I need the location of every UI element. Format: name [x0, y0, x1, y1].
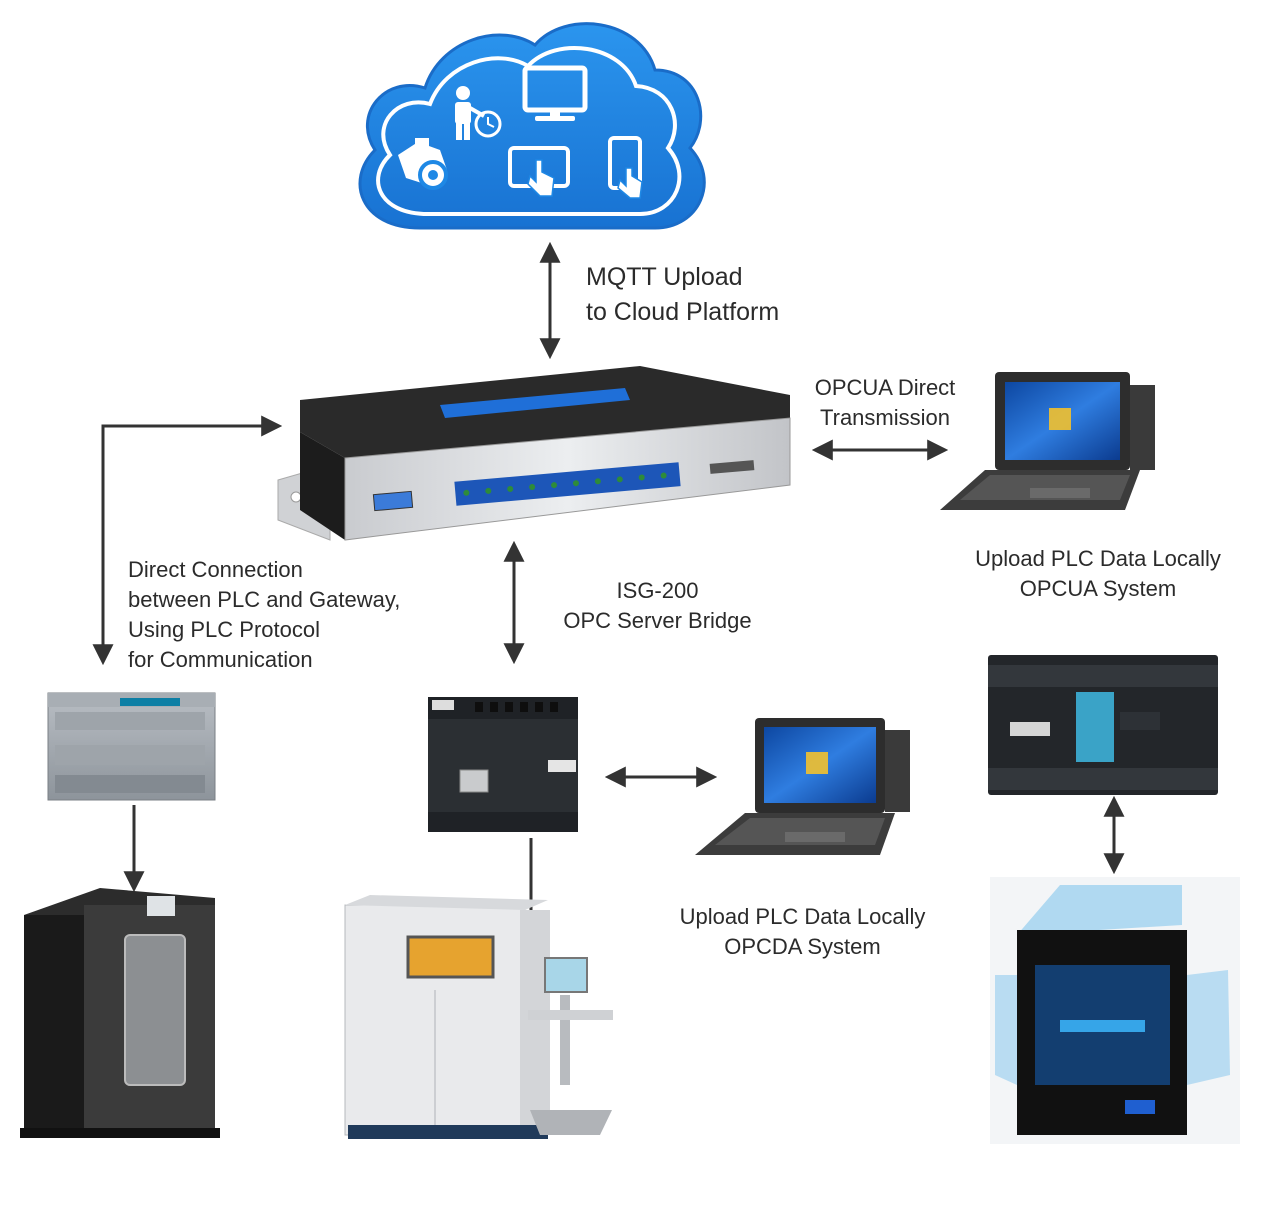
label-mqtt-line1: MQTT Upload: [586, 263, 743, 291]
label-opcua-direct-line2: Transmission: [820, 405, 950, 430]
person-clock-icon: [455, 86, 502, 140]
label-opcua-direct: OPCUA Direct Transmission: [800, 373, 970, 433]
plc-right: [988, 655, 1218, 795]
label-opcda-system-line1: Upload PLC Data Locally: [679, 904, 926, 929]
label-mqtt-line2: to Cloud Platform: [586, 298, 780, 326]
label-direct-connection-line2: between PLC and Gateway,: [128, 587, 401, 612]
windows-logo: [806, 752, 828, 774]
label-opcua-direct-line1: OPCUA Direct: [814, 375, 956, 400]
label-direct-connection: Direct Connection between PLC and Gatewa…: [128, 555, 400, 675]
label-isg-line1: ISG-200: [616, 578, 699, 603]
machine-cabinet: [20, 888, 220, 1138]
machine-industrial-printer: [344, 895, 613, 1139]
plc-left: [47, 692, 216, 801]
label-direct-connection-line4: for Communication: [128, 647, 313, 672]
label-opcua-system-line2: OPCUA System: [1019, 576, 1177, 601]
arrow-gateway-siemens-plc: [92, 415, 283, 666]
monitor-icon: [522, 65, 588, 121]
label-mqtt: MQTT Upload to Cloud Platform: [586, 260, 779, 330]
label-opcda-system: Upload PLC Data Locally OPCDA System: [660, 902, 945, 962]
label-direct-connection-line3: Using PLC Protocol: [128, 617, 320, 642]
label-opcda-system-line2: OPCDA System: [724, 934, 881, 959]
tablet-touch-icon: [508, 146, 570, 197]
label-direct-connection-line1: Direct Connection: [128, 557, 303, 582]
windows-logo: [1049, 408, 1071, 430]
laptop-opcda: [695, 718, 910, 855]
plc-center: [428, 697, 578, 832]
gateway-ports: [454, 462, 681, 506]
label-isg: ISG-200 OPC Server Bridge: [545, 576, 770, 636]
laptop-opcua: [940, 372, 1155, 510]
camera-icon: [398, 138, 448, 190]
label-isg-line2: OPC Server Bridge: [563, 608, 752, 633]
label-opcua-system-line1: Upload PLC Data Locally: [975, 546, 1221, 571]
arrows: [92, 241, 1125, 915]
cloud-icon: [358, 22, 706, 230]
gateway-display: [440, 388, 630, 418]
machine-3d-printer: [990, 877, 1240, 1144]
phone-touch-icon: [608, 136, 643, 199]
gateway-device: [277, 366, 791, 541]
label-opcua-system: Upload PLC Data Locally OPCUA System: [958, 544, 1238, 604]
